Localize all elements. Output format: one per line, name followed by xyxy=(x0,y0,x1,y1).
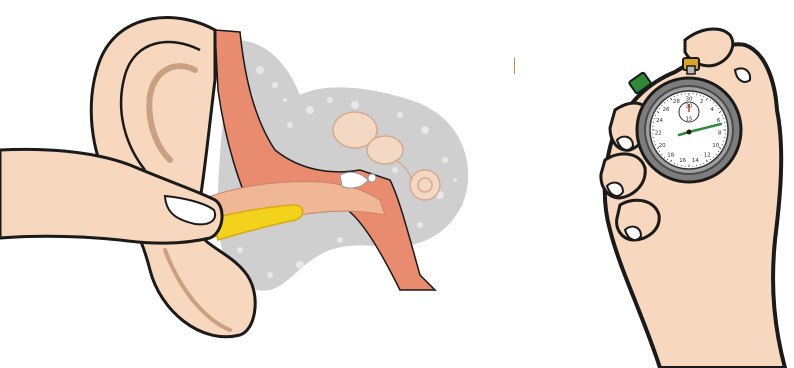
divider-mark xyxy=(514,58,515,74)
dial-tick xyxy=(662,154,663,155)
dial-tick xyxy=(716,105,717,106)
dial-tick xyxy=(664,157,665,158)
dial-tick xyxy=(713,157,714,158)
dial-tick xyxy=(718,151,719,152)
dial-number: 20 xyxy=(659,143,666,149)
stopwatch-hub xyxy=(687,130,692,135)
dial-tick xyxy=(662,105,663,106)
dial-tick xyxy=(713,103,714,104)
dial-number: 16 xyxy=(679,158,686,164)
ear-illustration xyxy=(0,0,500,368)
dial-number: 28 xyxy=(673,99,680,105)
ear-cross-section xyxy=(0,0,500,368)
dial-tick xyxy=(710,159,711,160)
dial-number: 2 xyxy=(700,99,704,105)
dial-number: 14 xyxy=(692,158,699,164)
dial-tick xyxy=(664,103,665,104)
dial-number: 24 xyxy=(656,118,663,124)
dial-tick xyxy=(659,108,660,109)
stopwatch-crown-stem xyxy=(687,66,695,74)
dial-tick xyxy=(718,108,719,109)
dial-tick xyxy=(667,100,668,101)
dial-number: 22 xyxy=(655,131,662,137)
dial-number: 26 xyxy=(663,107,670,113)
dial-tick xyxy=(659,151,660,152)
dial-number: 12 xyxy=(704,153,711,159)
dial-number: 8 xyxy=(718,131,722,137)
dial-number: 18 xyxy=(667,153,674,159)
dial-number: 4 xyxy=(710,107,714,113)
subdial-number-bottom: 15 xyxy=(686,117,693,123)
dial-number: 10 xyxy=(712,143,719,149)
dial-tick xyxy=(710,100,711,101)
dial-tick xyxy=(716,154,717,155)
dial-tick xyxy=(667,159,668,160)
